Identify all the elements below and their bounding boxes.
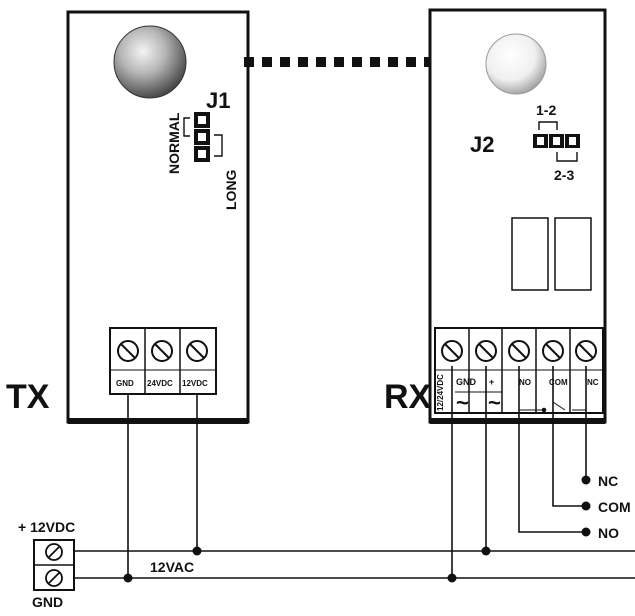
- supply-terminal-screw: [45, 569, 63, 587]
- tx-unit: J1 NORMAL LONG: [6, 10, 250, 424]
- tx-jumper-name: J1: [206, 88, 230, 113]
- tx-jumper-long-label: LONG: [223, 169, 239, 210]
- rx-terminal-screw: [542, 340, 564, 362]
- rx-unit: J2 1-2 2-3: [384, 8, 607, 424]
- tx-terminal-screw: [151, 340, 173, 362]
- tx-jumper-j1: [194, 112, 210, 162]
- tx-terminal-label: 24VDC: [147, 379, 173, 388]
- rx-ac-symbol: ~: [488, 390, 501, 415]
- rx-jumper-bracket-b: [556, 152, 578, 162]
- supply-terminal-screw: [45, 543, 63, 561]
- wiring: [74, 366, 635, 579]
- junction-dot: [481, 546, 491, 556]
- rx-terminal-label: 12/24VDC: [436, 374, 445, 411]
- rx-terminal-screw: [441, 340, 463, 362]
- wiring-junctions: [123, 475, 591, 583]
- rx-jumper-bracket-a: [538, 121, 558, 130]
- tx-terminal-block: GND 24VDC 12VDC: [109, 327, 217, 395]
- tx-jumper-normal-bracket: [183, 117, 190, 137]
- rx-jumper-j2: [533, 134, 580, 148]
- output-com-label: COM: [598, 499, 631, 515]
- supply-ground-label: GND: [32, 594, 63, 610]
- rx-terminal-screw: [575, 340, 597, 362]
- rx-no-wire: [518, 366, 586, 533]
- rx-terminal-label: GND: [456, 377, 477, 387]
- tx-terminal-screw: [117, 340, 139, 362]
- tx-jumper-long-bracket: [214, 134, 223, 157]
- output-terminal-dot: [581, 527, 591, 537]
- rx-jumper-pos-b: 2-3: [554, 167, 574, 183]
- tx-terminal-screw: [186, 340, 208, 362]
- rx-terminal-screw: [508, 340, 530, 362]
- junction-dot: [192, 546, 202, 556]
- output-nc-label: NC: [598, 473, 618, 489]
- output-terminal-dot: [581, 475, 591, 485]
- junction-dot: [447, 573, 457, 583]
- output-terminal-dot: [581, 501, 591, 511]
- supply-terminal-block: [33, 539, 75, 591]
- junction-dot: [123, 573, 133, 583]
- rx-terminal-label: COM: [549, 378, 568, 387]
- rx-jumper-pos-a: 1-2: [536, 102, 556, 118]
- rx-label: RX: [384, 378, 432, 416]
- rx-terminal-label: NO: [519, 378, 531, 387]
- tx-terminal-label: 12VDC: [182, 379, 208, 388]
- rx-terminal-label: NC: [587, 378, 599, 387]
- rx-relay: [511, 217, 549, 291]
- supply-positive-label: + 12VDC: [18, 519, 75, 535]
- rx-relay: [554, 217, 592, 291]
- supply-ac-label: 12VAC: [150, 559, 194, 575]
- rx-terminal-label: +: [489, 377, 494, 387]
- output-no-label: NO: [598, 525, 619, 541]
- tx-terminal-label: GND: [116, 379, 134, 388]
- tx-label: TX: [6, 378, 50, 416]
- tx-lens: [113, 25, 187, 99]
- rx-lens: [485, 33, 547, 95]
- rx-jumper-name: J2: [470, 132, 494, 157]
- tx-jumper-normal-label: NORMAL: [166, 112, 182, 174]
- rx-ac-symbol: ~: [456, 390, 469, 415]
- rx-terminal-screw: [475, 340, 497, 362]
- rx-com-wire: [552, 366, 586, 507]
